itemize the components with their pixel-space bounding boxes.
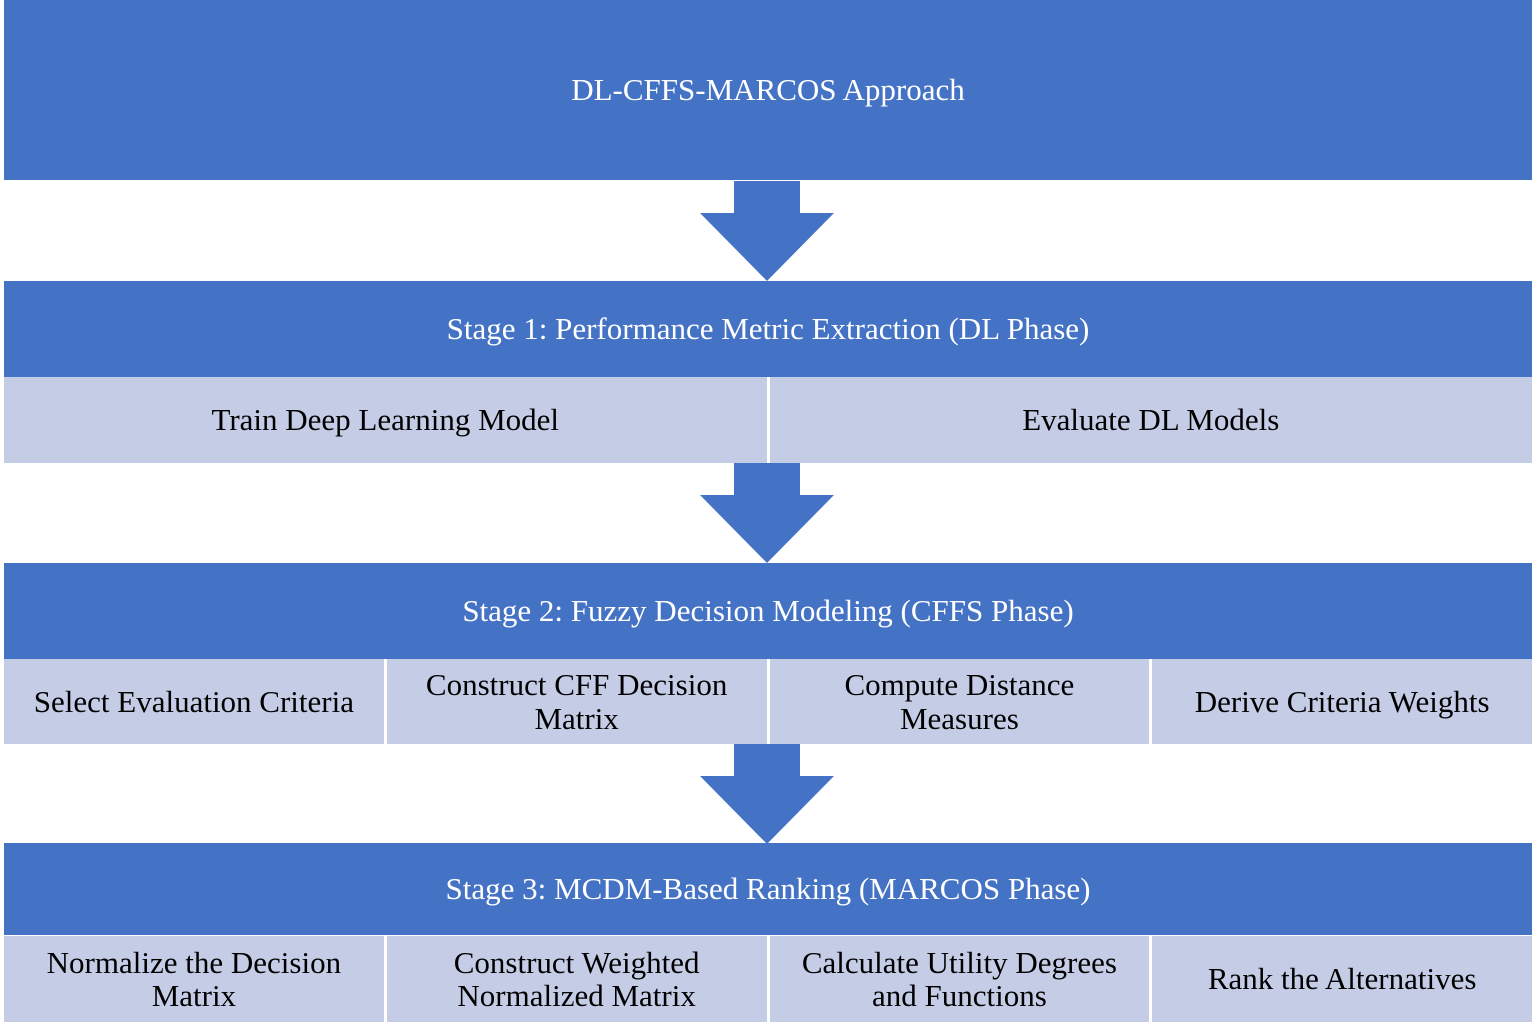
flow-arrow-3 xyxy=(700,744,834,844)
step-weighted-matrix: Construct Weighted Normalized Matrix xyxy=(386,936,767,1022)
step-rank-alternatives: Rank the Alternatives xyxy=(1152,936,1532,1022)
step-construct-cff-matrix: Construct CFF Decision Matrix xyxy=(386,659,767,744)
step-train-model: Train Deep Learning Model xyxy=(4,377,767,463)
step-normalize-matrix: Normalize the Decision Matrix xyxy=(4,936,384,1022)
approach-title: DL-CFFS-MARCOS Approach xyxy=(4,0,1532,180)
step-compute-distance: Compute Distance Measures xyxy=(769,659,1150,744)
flow-arrow-2 xyxy=(700,463,834,563)
step-select-criteria: Select Evaluation Criteria xyxy=(4,659,384,744)
stage-1-header: Stage 1: Performance Metric Extraction (… xyxy=(4,281,1532,377)
step-evaluate-models: Evaluate DL Models xyxy=(769,377,1532,463)
stage-2-header: Stage 2: Fuzzy Decision Modeling (CFFS P… xyxy=(4,563,1532,659)
stage-2-steps: Select Evaluation Criteria Construct CFF… xyxy=(4,659,1532,744)
stage-1-steps: Train Deep Learning Model Evaluate DL Mo… xyxy=(4,377,1532,463)
flow-arrow-1 xyxy=(700,181,834,281)
step-utility-degrees: Calculate Utility Degrees and Functions xyxy=(769,936,1150,1022)
stage-3-steps: Normalize the Decision Matrix Construct … xyxy=(4,936,1532,1022)
step-derive-weights: Derive Criteria Weights xyxy=(1152,659,1532,744)
stage-3-header: Stage 3: MCDM-Based Ranking (MARCOS Phas… xyxy=(4,843,1532,935)
